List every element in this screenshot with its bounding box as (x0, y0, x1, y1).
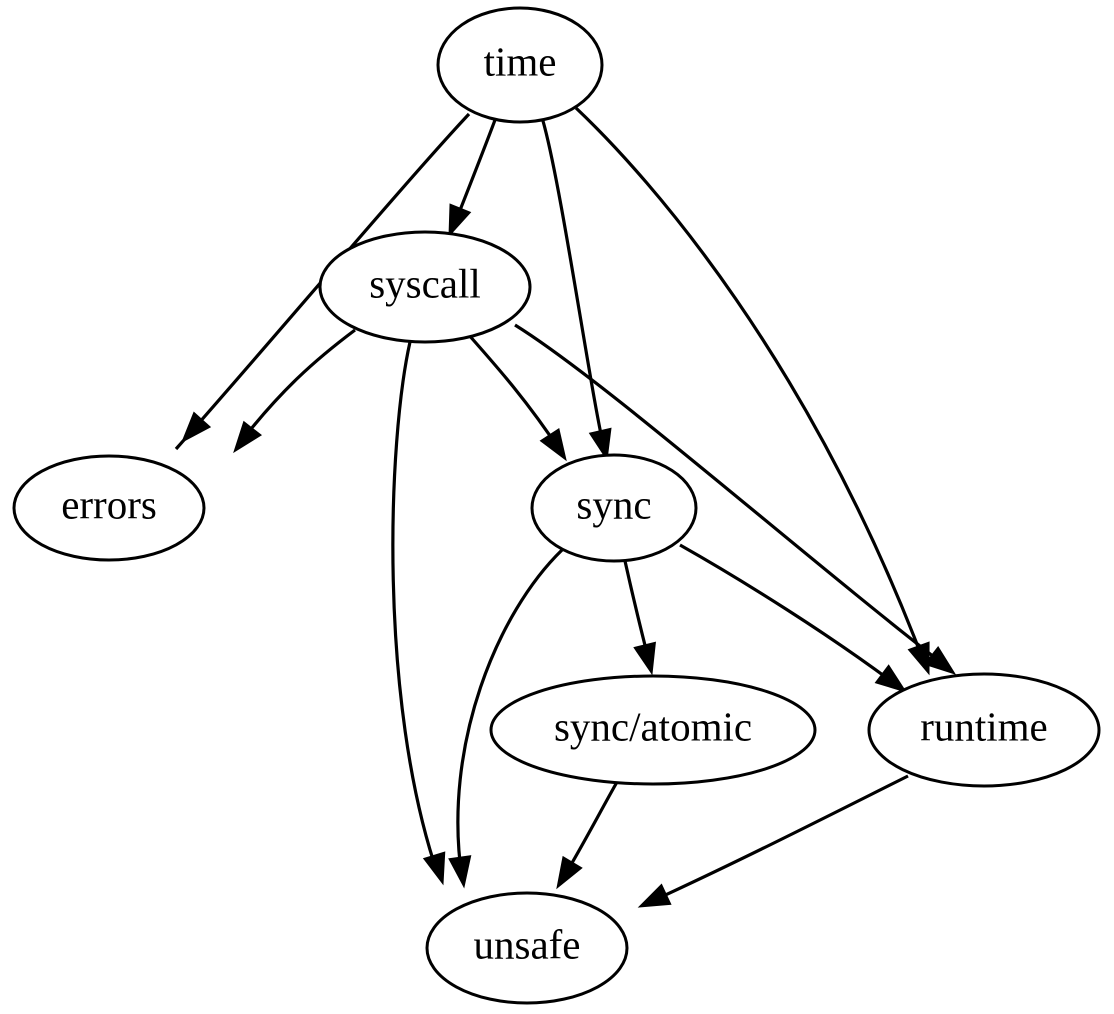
graph-node-errors[interactable]: errors (12, 454, 206, 562)
node-label: unsafe (473, 921, 580, 967)
node-ellipse[interactable] (318, 230, 532, 344)
edge-arrowhead (233, 420, 263, 454)
node-label: errors (61, 481, 157, 527)
node-ellipse[interactable] (12, 454, 206, 562)
edge-line (237, 328, 356, 445)
graph-edge-sync-to-sync_atomic (623, 560, 656, 676)
graph-node-sync[interactable]: sync (530, 453, 698, 563)
graph-edges-layer (174, 106, 957, 908)
node-label: sync (576, 481, 651, 527)
edge-arrowhead (448, 855, 472, 889)
edge-line (647, 774, 909, 905)
edge-line (679, 543, 900, 689)
graph-node-time[interactable]: time (436, 6, 604, 124)
edge-arrowhead (556, 855, 583, 890)
edge-line (391, 341, 440, 876)
node-label: sync/atomic (554, 703, 752, 749)
graph-edge-syscall-to-sync (466, 332, 567, 462)
edge-arrowhead (448, 203, 472, 238)
node-ellipse[interactable] (425, 891, 629, 1005)
graph-node-sync_atomic[interactable]: sync/atomic (489, 674, 817, 786)
edge-line (466, 332, 563, 453)
graph-nodes-layer: time syscall errors sync sync/atomic runtime u… (12, 6, 1101, 1005)
graph-edge-runtime-to-unsafe (637, 774, 909, 908)
graph-edge-syscall-to-runtime (514, 323, 957, 675)
node-label: syscall (369, 260, 481, 306)
graph-edge-sync-to-unsafe (448, 548, 564, 889)
edge-line (514, 323, 949, 670)
graph-node-unsafe[interactable]: unsafe (425, 891, 629, 1005)
edge-arrowhead (874, 664, 908, 693)
node-label: time (484, 38, 557, 84)
node-ellipse[interactable] (867, 672, 1101, 788)
node-ellipse[interactable] (436, 6, 604, 124)
node-ellipse[interactable] (489, 674, 817, 786)
edge-arrowhead (637, 883, 672, 908)
node-label: runtime (920, 703, 1048, 749)
edge-line (541, 120, 607, 453)
graph-edge-syscall-to-unsafe (391, 341, 446, 886)
node-ellipse[interactable] (530, 453, 698, 563)
edge-arrowhead (633, 641, 656, 676)
graph-node-runtime[interactable]: runtime (867, 672, 1101, 788)
edge-line (456, 548, 564, 879)
graph-edge-sync-to-runtime (679, 543, 908, 693)
edge-arrowhead (422, 851, 446, 886)
edge-arrowhead (539, 428, 567, 462)
graph-edge-time-to-syscall (448, 119, 497, 238)
edge-line (574, 106, 927, 666)
edge-arrowhead (181, 411, 212, 444)
graph-node-syscall[interactable]: syscall (318, 230, 532, 344)
edge-arrowhead (923, 645, 957, 675)
edge-arrowhead (588, 427, 612, 462)
graph-edge-time-to-sync (541, 120, 612, 462)
graph-edge-syscall-to-errors (233, 328, 356, 454)
graph-edge-sync_atomic-to-unsafe (556, 781, 619, 890)
